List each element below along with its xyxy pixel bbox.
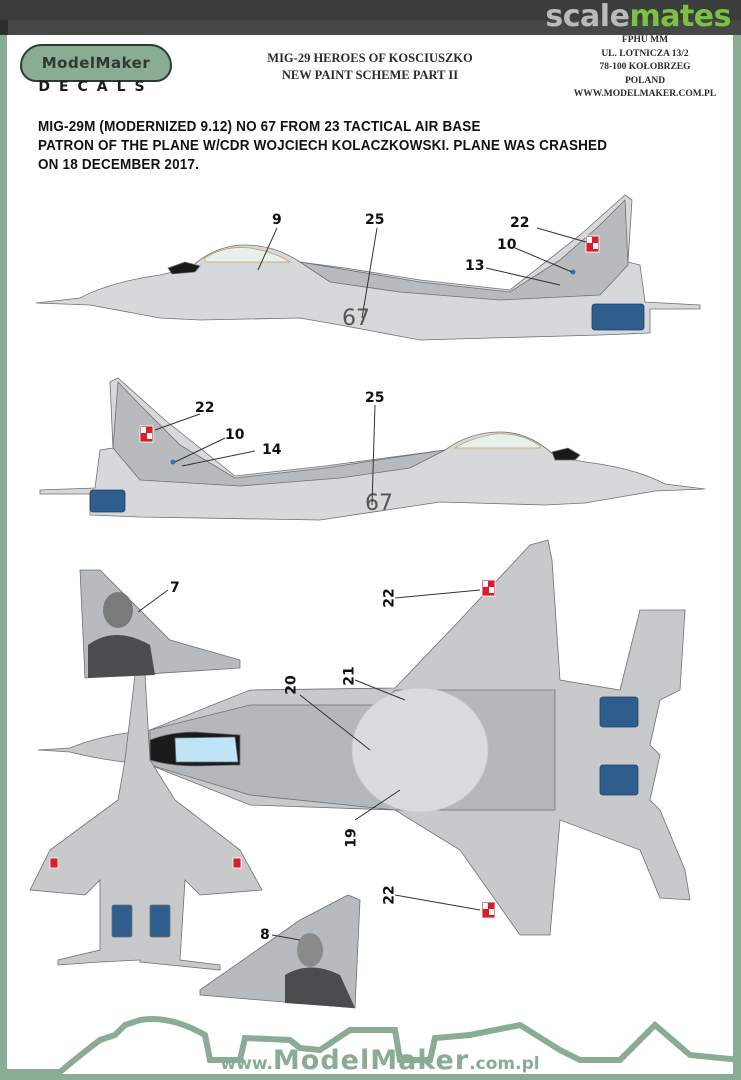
- callout-10-right: 10: [225, 427, 245, 443]
- tail-number-right: 67: [365, 491, 393, 516]
- frame-right: [733, 35, 741, 1080]
- modelmaker-logo: ModelMaker DECALS: [20, 36, 172, 95]
- top-bar: [0, 0, 741, 20]
- left-side-profile: 67: [35, 194, 701, 341]
- callout-20: 20: [283, 675, 300, 695]
- footer-skyline: [0, 1016, 741, 1075]
- tail-number-left: 67: [342, 306, 370, 331]
- company-address: FPHU MM UL. LOTNICZA 13/2 78-100 KOŁOBRZ…: [573, 35, 717, 99]
- footer-url: www.ModelMaker.com.pl: [220, 1045, 540, 1076]
- sheet-title: MIG-29 HEROES OF KOSCIUSZKO NEW PAINT SC…: [267, 51, 473, 82]
- under-view: [29, 674, 263, 971]
- callout-22-left: 22: [510, 215, 530, 231]
- top-bar-band: [0, 20, 741, 35]
- logo-skyline-badge: [20, 44, 172, 82]
- callout-10-left: 10: [497, 237, 517, 253]
- tail-portrait-8: [199, 894, 361, 1009]
- callout-25-left: 25: [365, 212, 385, 228]
- frame-left: [0, 35, 7, 1080]
- right-side-profile: 67: [39, 377, 706, 521]
- callout-7: 7: [170, 580, 180, 596]
- callout-21: 21: [341, 666, 358, 686]
- top-view: [37, 539, 691, 936]
- scalemates-watermark: scalemates: [545, 0, 731, 34]
- callout-22-right: 22: [195, 400, 215, 416]
- callout-25-right: 25: [365, 390, 385, 406]
- callout-19: 19: [343, 828, 360, 848]
- callout-9: 9: [272, 212, 282, 228]
- callout-13: 13: [465, 258, 485, 274]
- callout-22-bottom: 22: [381, 885, 398, 905]
- callout-22-top: 22: [381, 588, 398, 608]
- callout-14: 14: [262, 442, 282, 458]
- frame-bottom: [0, 1074, 741, 1080]
- callout-8: 8: [260, 927, 270, 943]
- tail-portrait-7: [79, 569, 241, 679]
- aircraft-description: MIG-29M (MODERNIZED 9.12) NO 67 FROM 23 …: [38, 119, 608, 173]
